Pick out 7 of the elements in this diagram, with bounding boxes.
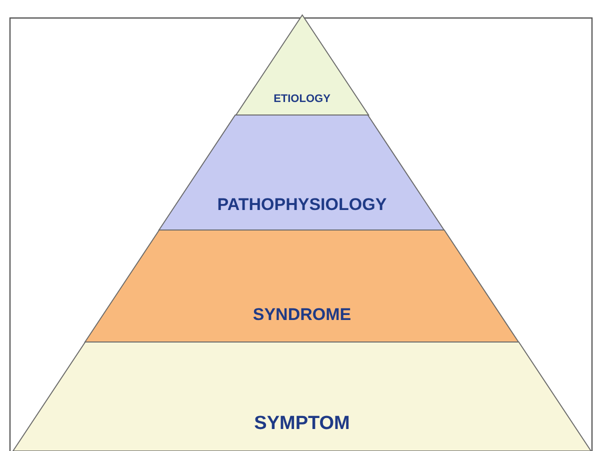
pyramid-tier: [85, 230, 519, 342]
tier-label: ETIOLOGY: [274, 94, 330, 105]
pyramid-tier: [159, 115, 444, 230]
pyramid-tier: [13, 342, 591, 451]
tier-label: SYMPTOM: [254, 414, 350, 433]
tier-label: PATHOPHYSIOLOGY: [217, 196, 387, 213]
tier-label: SYNDROME: [252, 306, 352, 323]
